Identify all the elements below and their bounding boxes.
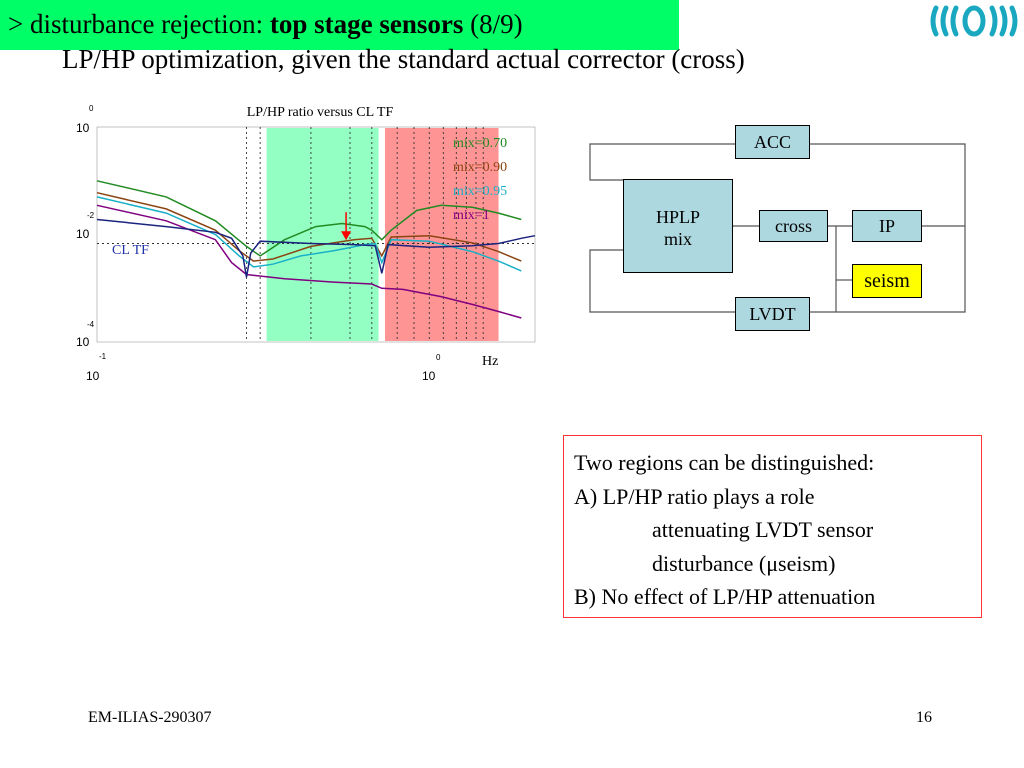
footer-label: EM-ILIAS-290307 xyxy=(88,709,212,726)
arrow-head-icon xyxy=(341,231,352,241)
diagram-connections xyxy=(589,143,966,313)
slide-title-bold: top stage sensors xyxy=(269,9,464,39)
note-line: B) No effect of LP/HP attenuation xyxy=(574,584,876,609)
x-axis-label: Hz xyxy=(482,354,498,369)
xtick-exp-1: 0 xyxy=(436,353,441,362)
hplp-mix-block: HPLP mix xyxy=(623,179,733,273)
series-line-cl-tf xyxy=(96,218,536,278)
ytick-label-1: 10 xyxy=(76,227,90,241)
notes-box: Two regions can be distinguished: A) LP/… xyxy=(563,435,982,618)
legend-mix-095: mix=0.95 xyxy=(453,184,507,199)
virgo-logo-icon xyxy=(930,5,1018,37)
series-line-mix-0-90 xyxy=(96,191,522,262)
slide-subtitle: LP/HP optimization, given the standard a… xyxy=(62,44,745,74)
ytick-exp-0: 0 xyxy=(89,104,94,113)
slide-title: > disturbance rejection: top stage senso… xyxy=(8,9,523,40)
xtick-label-1: 10 xyxy=(422,369,436,383)
ytick-label-0: 10 xyxy=(76,121,90,135)
note-line: disturbance (μseism) xyxy=(652,550,836,576)
ytick-exp-1: -2 xyxy=(87,211,95,220)
seism-block: seism xyxy=(852,264,922,298)
chart-title: LP/HP ratio versus CL TF xyxy=(247,105,394,120)
series-line-mix-1 xyxy=(96,204,522,319)
ytick-exp-2: -4 xyxy=(87,320,95,329)
ip-block: IP xyxy=(852,210,922,242)
header-bar xyxy=(0,0,679,50)
xtick-exp-0: -1 xyxy=(99,352,107,361)
lvdt-block: LVDT xyxy=(735,297,810,331)
shaded-region-1 xyxy=(384,128,499,341)
note-line: attenuating LVDT sensor xyxy=(652,517,874,542)
acc-block: ACC xyxy=(735,125,810,159)
lp-hp-chart: LP/HP ratio versus CL TF 10 0 10 -2 10 -… xyxy=(76,104,536,383)
slide-title-suffix: (8/9) xyxy=(463,9,523,39)
cross-block: cross xyxy=(759,210,828,242)
shaded-region-0 xyxy=(266,128,379,341)
legend-mix-070: mix=0.70 xyxy=(453,136,507,151)
slide-title-prefix: > disturbance rejection: xyxy=(8,9,270,39)
note-line: Two regions can be distinguished: xyxy=(574,450,875,475)
page-number: 16 xyxy=(916,709,932,726)
note-line: A) LP/HP ratio plays a role xyxy=(574,483,815,509)
cl-tf-label: CL TF xyxy=(112,243,149,258)
legend-mix-090: mix=0.90 xyxy=(453,160,507,175)
block-diagram xyxy=(589,143,966,313)
series-line-mix-0-70 xyxy=(96,180,522,257)
xtick-label-0: 10 xyxy=(86,369,100,383)
legend-mix-1: mix=1 xyxy=(453,208,490,223)
ytick-label-2: 10 xyxy=(76,335,90,349)
